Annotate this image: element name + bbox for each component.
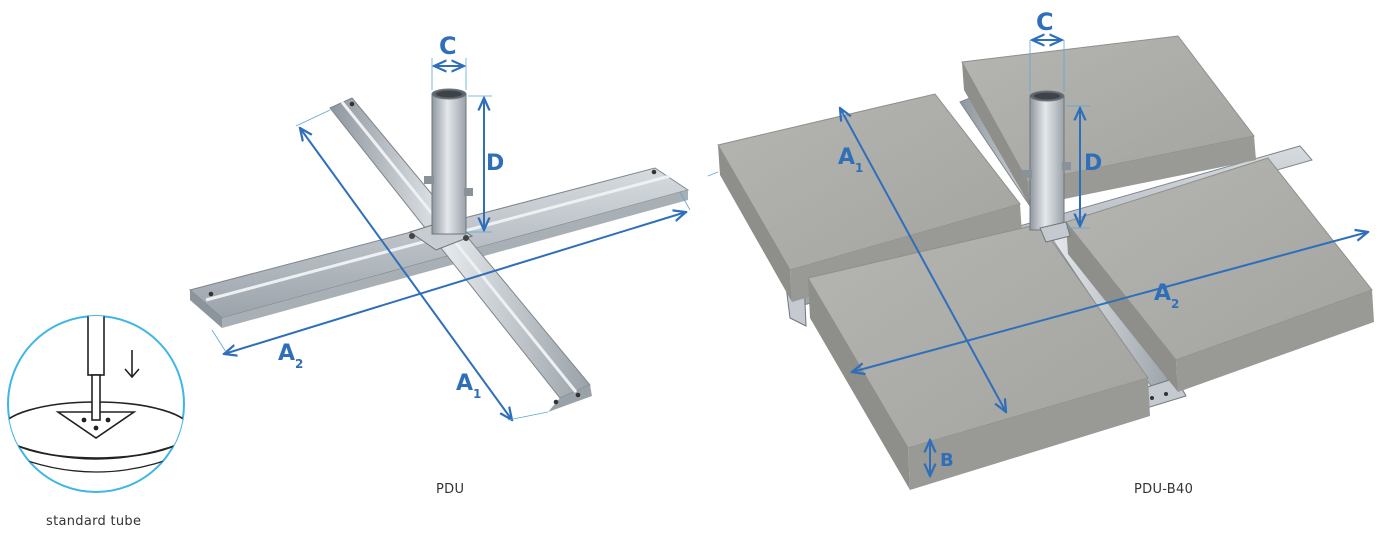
caption-standard-tube: standard tube: [46, 514, 142, 529]
pdu-cross-base: C D A1 A2: [188, 32, 691, 420]
pdu-tube: [431, 93, 467, 235]
pdu-label-a1: A1: [456, 371, 481, 401]
pdu-b40-label-a2: A2: [1154, 281, 1179, 311]
pdu-b40-tube: [1029, 95, 1065, 231]
caption-pdu: PDU: [436, 482, 465, 497]
insert-arrow-icon: [124, 350, 140, 379]
pdu-label-d: D: [486, 151, 504, 176]
caption-pdu-b40: PDU-B40: [1134, 482, 1194, 497]
pdu-label-c: C: [439, 32, 457, 60]
pdu-dim-a2-line: [224, 212, 686, 354]
pdu-b40-label-c: C: [1036, 8, 1054, 36]
pdu-b40-label-d: D: [1084, 151, 1102, 176]
tube-pin: [91, 374, 101, 421]
standard-tube-detail: [7, 315, 185, 493]
pdu-b40-base: C D A1 A2 B: [707, 8, 1374, 490]
pdu-label-a2: A2: [278, 341, 303, 371]
pdu-b40-dim-a2-line: [852, 232, 1368, 372]
pdu-b40-label-b: B: [940, 450, 954, 471]
pdu-b40-label-a1: A1: [838, 145, 863, 175]
